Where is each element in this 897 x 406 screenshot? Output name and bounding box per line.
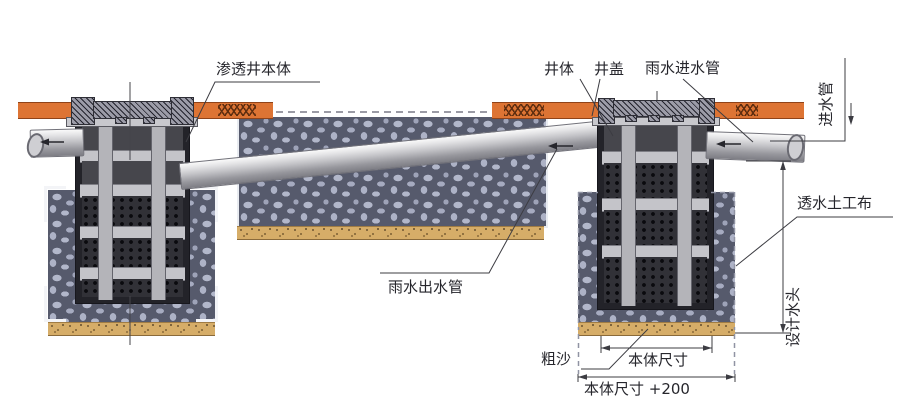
well-column [621, 125, 636, 306]
well-column [98, 124, 113, 300]
right-well-body [597, 123, 714, 310]
geotextile-bracket [215, 186, 218, 222]
label-geotextile: 透水土工布 [797, 194, 873, 212]
leader-well-body [579, 78, 614, 137]
label-coarse-sand: 粗沙 [541, 350, 572, 368]
left-well-cover [143, 117, 155, 124]
dimension-body-size-plus200 [577, 374, 736, 382]
label-dim-body-size-plus200: 本体尺寸 +200 [584, 380, 690, 398]
right-well-cover [625, 115, 637, 122]
well-column [677, 125, 692, 306]
left-well-sand [48, 322, 215, 336]
right-well-sand [578, 322, 735, 336]
leader-well-cover [591, 78, 601, 117]
label-inlet-pipe: 进水管 [817, 81, 835, 127]
right-well-cover [672, 115, 684, 122]
right-well-cover [613, 100, 700, 117]
leader-rain-outlet-pipe [380, 148, 558, 274]
left-well-body [75, 122, 190, 304]
label-well-cover: 井盖 [594, 60, 625, 78]
leader-infiltration-well-body [185, 81, 320, 143]
left-well-cover [115, 117, 127, 124]
label-rain-inlet-pipe: 雨水进水管 [645, 59, 721, 77]
inlet-down-arrow-icon [848, 103, 854, 125]
geotextile-bracket [215, 286, 218, 322]
label-rain-outlet-pipe: 雨水出水管 [388, 278, 464, 296]
leader-coarse-sand [581, 328, 649, 370]
left-well-cover [170, 97, 194, 125]
label-infiltration-well-body: 渗透井本体 [216, 60, 292, 78]
bracket-inlet-pipe [770, 58, 846, 142]
leader-geotextile [735, 216, 893, 267]
geotextile-bracket [44, 186, 66, 189]
left-well-cover [71, 97, 95, 125]
surface-break-mark-icon [736, 104, 758, 116]
geotextile-bracket [44, 319, 66, 322]
label-design-head: 设计水头 [784, 287, 802, 348]
label-well-body: 井体 [544, 60, 575, 78]
right-well-cover [648, 115, 660, 122]
well-column [151, 124, 166, 300]
trench-sand [237, 226, 544, 240]
surface-break-mark-icon [504, 104, 544, 116]
label-dim-body-size: 本体尺寸 [628, 351, 689, 369]
geotextile-bracket [44, 286, 47, 322]
flow-arrow-icon [40, 138, 741, 150]
geotextile-bracket [44, 186, 47, 222]
leader-rain-inlet-pipe [682, 78, 754, 143]
geotextile-bracket [196, 186, 218, 189]
surface-break-mark-icon [218, 104, 256, 116]
dimension-design-head [735, 160, 791, 334]
geotextile-dashed-boundary [577, 191, 736, 374]
left-well-cover [93, 101, 172, 119]
geotextile-bracket [196, 319, 218, 322]
dimension-body-size [600, 336, 713, 353]
